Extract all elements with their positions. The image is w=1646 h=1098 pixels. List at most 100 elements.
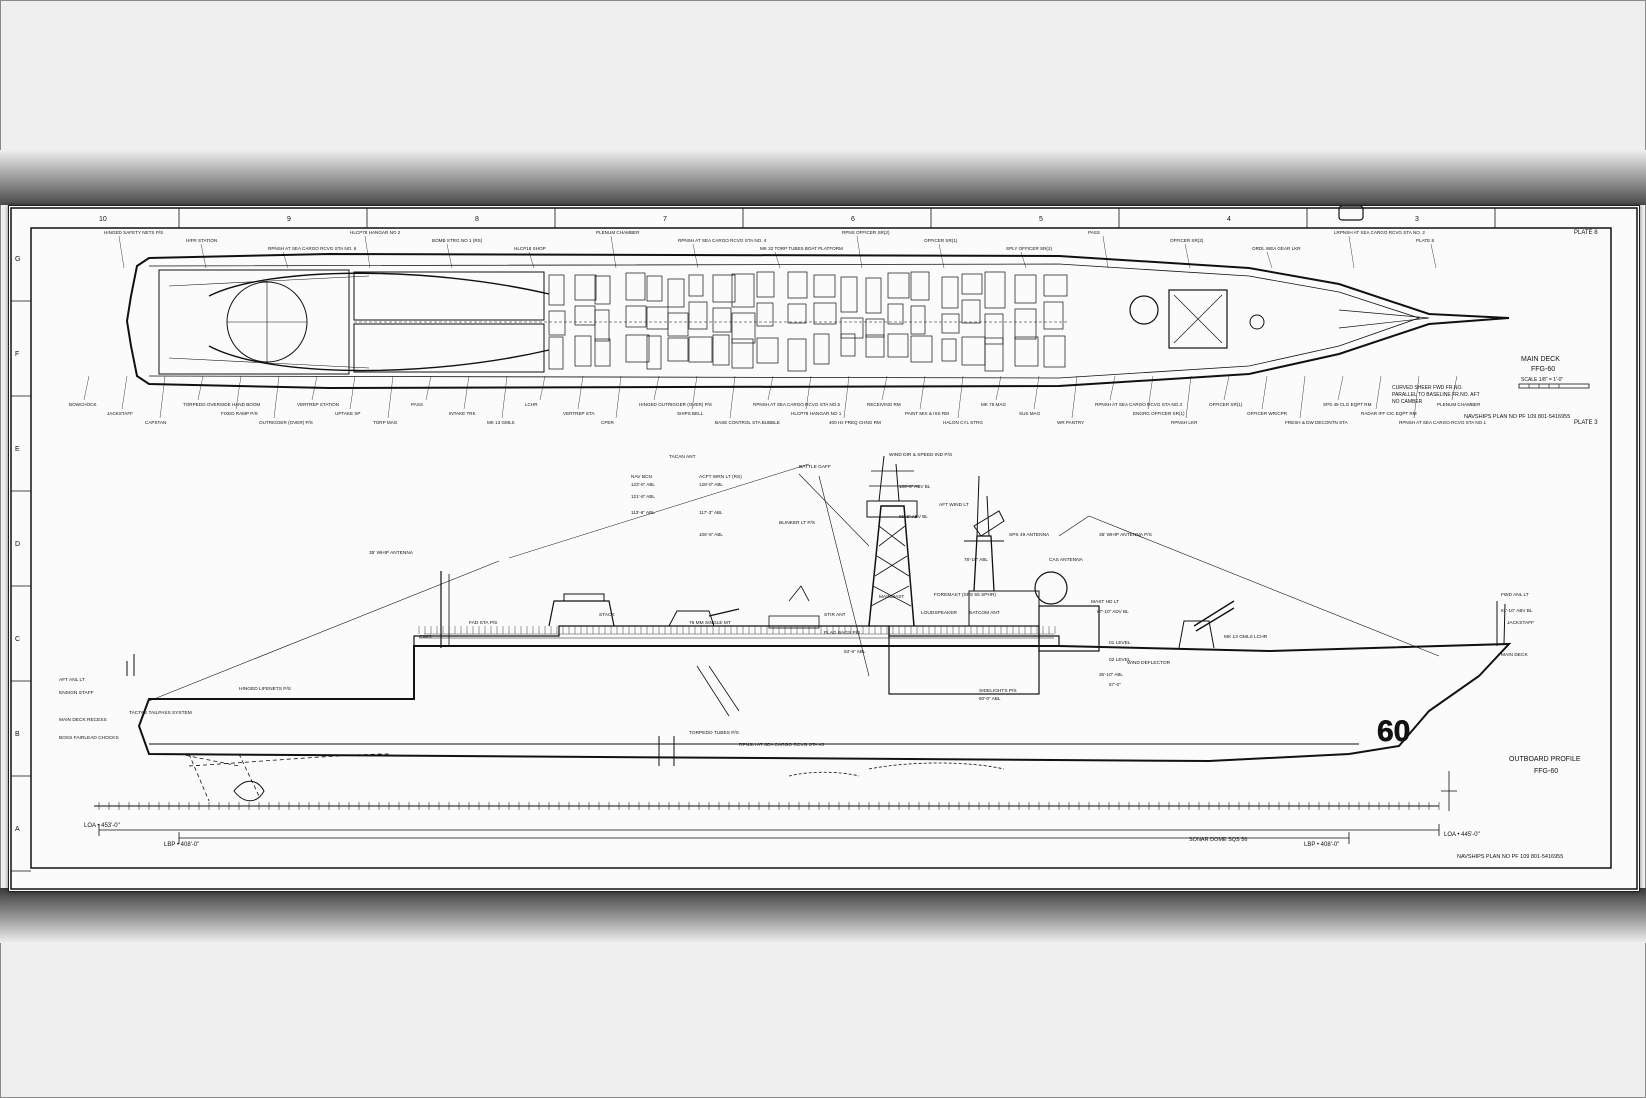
leader-line (774, 251, 781, 269)
deck-label: BOMB STRG NO 1 (RS) (432, 238, 483, 243)
hull-number: 60 (1377, 715, 1410, 748)
deck-label: LCHR (525, 402, 538, 407)
compartment (625, 334, 650, 363)
profile-label: SIDELIGHTS P/S (979, 688, 1017, 694)
deck-label: RPNSH AT SEA CARGO RCVG STA NO.1 (1399, 420, 1486, 425)
compartment (731, 312, 756, 344)
leader-line (919, 375, 926, 410)
elevation-label: 106'-6" ABV BL (899, 484, 931, 489)
deck-label: PASS (411, 402, 423, 407)
compartment (1014, 308, 1037, 340)
compartment (688, 301, 708, 330)
compartment (667, 278, 685, 308)
compartment (887, 303, 904, 325)
top-shadow (0, 150, 1646, 205)
compartment (594, 309, 610, 342)
leader-line (446, 243, 453, 269)
elevation-label: 106'-6" ABL (699, 532, 723, 537)
deck-label: TORP MAG (373, 420, 398, 425)
leader-line (1071, 375, 1078, 419)
profile-label: AFT WIND LT (939, 502, 969, 508)
deck-label: 400 Hz FREQ CHNG RM (829, 420, 881, 425)
deck-label: ORDL WEA GEAR LKR (1252, 246, 1301, 251)
deck-label: OFFICER SR(2) (1170, 238, 1204, 243)
deck-plan-number: NAVSHIPS PLAN NO PF 109 801-5416955 (1464, 414, 1570, 420)
profile-label: SATCOM ANT (969, 610, 1000, 616)
leader-line (364, 235, 371, 269)
deck-label: RPNSH AT SEA CARGO RCVG STA NO. 6 (268, 246, 357, 251)
profile-label: 35' WHIP ANTENNA P/S (1099, 532, 1152, 538)
compartment (688, 274, 704, 297)
profile-label: LOUDSPEAKER (921, 610, 958, 616)
lbp-aft: LBP • 408'-0" (164, 842, 199, 848)
elevation-label: 53'-6" ABL (844, 649, 866, 654)
column-marker: 6 (851, 216, 855, 223)
profile-label: FWD ANL LT (1501, 592, 1529, 598)
profile-label: ACFT WRN LT (RS) (699, 474, 742, 480)
leader-line (1299, 375, 1306, 419)
leader-line (1109, 375, 1116, 401)
leader-line (528, 251, 535, 269)
compartment (574, 274, 597, 301)
leader-line (1413, 375, 1420, 419)
compartment (984, 337, 1004, 372)
profile-label: BOSS FAIRLEAD CHOCKS (59, 735, 119, 741)
deck-label: HINGED OUTRIGGER (OVER) P/S (639, 402, 712, 407)
profile-label: NAV BCN (631, 474, 653, 480)
compartment (667, 337, 689, 362)
plate-bottom: PLATE 3 (1574, 420, 1598, 426)
deck-label: OFFICER SR(1) (924, 238, 958, 243)
deck-label: PLATE 8 (1416, 238, 1434, 243)
profile-label: MAIN DECK (1501, 652, 1528, 658)
column-marker: 10 (99, 216, 107, 223)
compartment (756, 337, 779, 364)
deck-label: SPLY OFFICER SR(2) (1006, 246, 1053, 251)
leader-line (197, 375, 204, 401)
leader-line (577, 375, 584, 410)
leader-line (692, 243, 699, 269)
profile-label: WIND DEFLECTOR (1127, 660, 1171, 666)
row-marker: E (15, 446, 20, 453)
leader-line (501, 375, 508, 419)
deck-label: RPNSH AT SEA CARGO RCVG STA NO. 4 (678, 238, 767, 243)
compartment (787, 271, 808, 299)
compartment (813, 274, 836, 298)
profile-label: 35' WHIP ANTENNA (369, 550, 414, 556)
deck-label: LRPNSH AT SEA CARGO RCVG STA NO. 2 (1334, 230, 1425, 235)
dimension-lines (98, 771, 1457, 844)
profile-label: FAD STA P/S (469, 620, 497, 626)
leader-line (957, 375, 964, 419)
profile-label: MAST HD LT (1091, 599, 1119, 605)
bottom-shadow (0, 888, 1646, 943)
deck-label: HLCP78 HANGAR NO 2 (350, 230, 401, 235)
compartment (941, 338, 957, 362)
elevation-label: 61'-10" ABV BL (1501, 608, 1533, 613)
profile-label: SPS 49 ANTENNA (1009, 532, 1050, 538)
compartment (887, 333, 909, 358)
compartment (865, 318, 885, 338)
compartment (840, 333, 856, 357)
column-marker: 8 (475, 216, 479, 223)
deck-label: INTAKE TRK (449, 411, 477, 416)
leader-line (1223, 375, 1230, 401)
sheet-border (10, 207, 1638, 890)
profile-label: ENSIGN STAFF (59, 690, 94, 696)
profile-label: MK 13 GMLS LCHR (1224, 634, 1268, 640)
deck-note-2: PARALLEL TO BASELINE FR.NO. AFT (1392, 392, 1480, 398)
leader-line (121, 375, 128, 410)
deck-label: RECEIVING RM (867, 402, 901, 407)
compartment (731, 273, 755, 308)
leader-line (881, 375, 888, 401)
elevation-label: 113'-6" ABL (631, 510, 655, 515)
leader-line (1337, 375, 1344, 401)
scale-bar (1518, 383, 1590, 389)
compartment (574, 335, 592, 367)
deck-label: WR PANTRY (1057, 420, 1084, 425)
deck-label: HLCP78 HANGAR NO 1 (791, 411, 842, 416)
column-marker: 5 (1039, 216, 1043, 223)
leader-line (311, 375, 318, 401)
compartment (813, 302, 837, 325)
deck-label: PAINT MIX & ISS RM (905, 411, 949, 416)
column-marker: 4 (1227, 216, 1231, 223)
